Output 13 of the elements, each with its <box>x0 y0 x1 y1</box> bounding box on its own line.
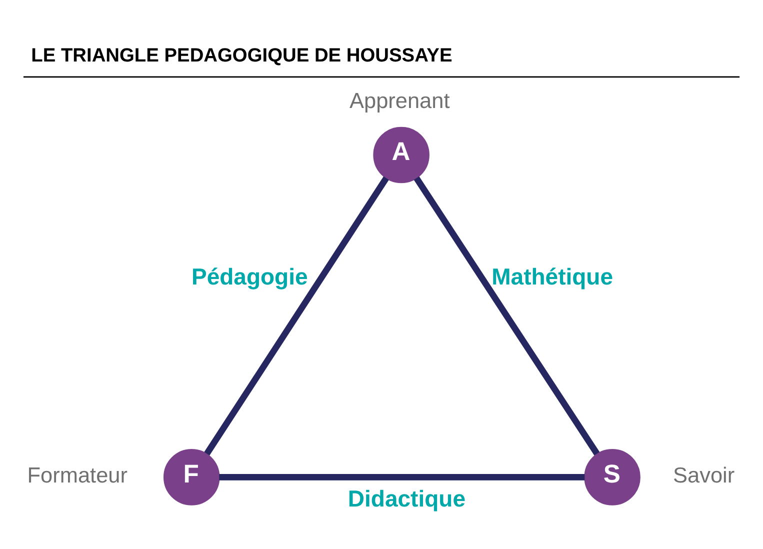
node-label: Apprenant <box>350 88 450 113</box>
connector <box>414 176 600 456</box>
node-circle: A <box>373 126 430 184</box>
diagram-title: LE TRIANGLE PEDAGOGIQUE DE HOUSSAYE <box>31 46 452 67</box>
connector <box>204 176 389 456</box>
node-circle: S <box>584 449 640 506</box>
connector <box>219 474 585 480</box>
node-circle: F <box>163 449 220 506</box>
node-label: Savoir <box>673 462 735 488</box>
edge-label: Mathétique <box>492 264 614 290</box>
edge-label: Pédagogie <box>191 263 308 290</box>
edge-label: Didactique <box>348 485 466 512</box>
node-label: Formateur <box>27 462 128 488</box>
